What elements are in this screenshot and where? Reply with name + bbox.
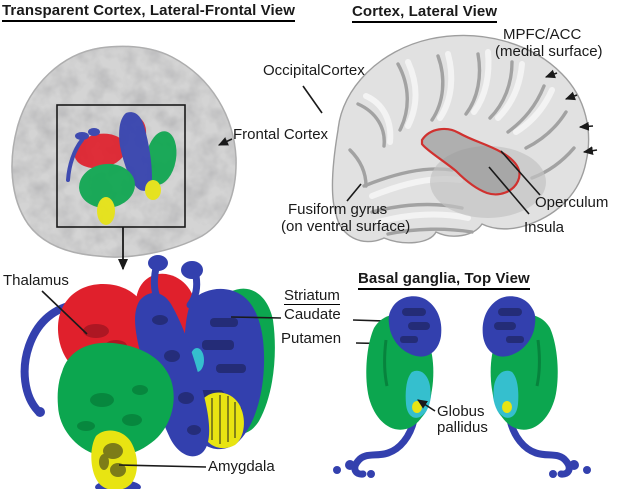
amygdala-bottom-shape xyxy=(91,430,137,489)
caudate-band-shading xyxy=(152,315,201,435)
caudate-tail-arc xyxy=(20,301,76,415)
caudate-head-knobs xyxy=(148,255,203,309)
basal-ganglia-top-view xyxy=(333,296,591,478)
amygdala-right-stripes xyxy=(211,395,236,444)
label-globus-pallidus: Globus pallidus xyxy=(437,403,488,436)
basal-ganglia-right xyxy=(482,296,591,478)
caudate-central-band xyxy=(135,292,210,457)
label-striatum-text: Striatum xyxy=(284,287,340,305)
zoom-rectangle xyxy=(56,104,186,228)
mpfc-arrow-4 xyxy=(582,146,598,156)
caudate-tail-bulb xyxy=(35,407,45,417)
caudate-pointer-line-left xyxy=(230,316,282,319)
operculum-pointer-line xyxy=(500,150,541,196)
insula-outline xyxy=(420,127,521,196)
transparent-brain xyxy=(11,45,237,271)
inner-caudate-tail xyxy=(66,138,84,182)
lateral-brain xyxy=(217,34,598,244)
inner-amygdala-center xyxy=(97,197,115,225)
label-striatum: Striatum xyxy=(284,287,340,305)
inner-caudate-dot1 xyxy=(75,132,89,140)
label-occipital-cortex: OccipitalCortex xyxy=(263,62,365,79)
lateral-pointer-lines xyxy=(217,69,598,215)
inner-caudate xyxy=(119,112,152,191)
mpfc-arrow-3 xyxy=(578,121,594,131)
label-operculum: Operculum xyxy=(535,194,609,211)
inner-putamen-left xyxy=(79,163,135,209)
label-putamen: Putamen xyxy=(281,330,342,347)
label-amygdala: Amygdala xyxy=(208,458,275,475)
label-medial-surface: (medial surface) xyxy=(495,43,603,60)
amygdala-right-shape xyxy=(199,392,244,449)
basal-ganglia-left xyxy=(333,296,442,478)
panel-title-basal-ganglia: Basal ganglia, Top View xyxy=(358,271,530,290)
subcortical-structures xyxy=(20,255,413,489)
label-caudate: Caudate xyxy=(284,306,341,323)
occipital-pointer-line xyxy=(302,85,323,114)
panel-title-transparent-cortex: Transparent Cortex, Lateral-Frontal View xyxy=(2,3,295,22)
insula-pointer-line xyxy=(488,166,530,215)
inner-caudate-dot2 xyxy=(88,128,100,136)
amygdala-bottom-shading xyxy=(99,443,126,477)
thalamus-pointer-line xyxy=(41,290,88,335)
mpfc-arrow-1 xyxy=(544,69,558,79)
putamen-left-shading xyxy=(77,385,148,431)
globus-pallidus-pointer-line xyxy=(417,399,436,412)
bg-left-yellow-spot xyxy=(412,401,422,413)
inner-amygdala-right xyxy=(145,180,161,200)
transparent-brain-inner-structures xyxy=(66,112,177,225)
inner-thalamus-left xyxy=(74,133,126,169)
panel-title-lateral-cortex: Cortex, Lateral View xyxy=(352,4,498,23)
amygdala-pointer-line xyxy=(118,464,207,468)
mpfc-arrow-2 xyxy=(564,91,578,101)
label-thalamus: Thalamus xyxy=(3,272,69,289)
fusiform-pointer-line xyxy=(346,183,362,202)
label-ventral-surface: (on ventral surface) xyxy=(281,218,411,235)
label-mpfc-acc: MPFC/ACC xyxy=(503,26,582,43)
label-insula: Insula xyxy=(524,219,565,236)
inner-putamen-right xyxy=(145,131,177,185)
frontal-pointer-line xyxy=(217,137,233,146)
label-frontal-cortex: Frontal Cortex xyxy=(233,126,329,143)
label-fusiform-gyrus: Fusiform gyrus xyxy=(288,201,388,218)
bg-left-tail xyxy=(351,416,418,478)
